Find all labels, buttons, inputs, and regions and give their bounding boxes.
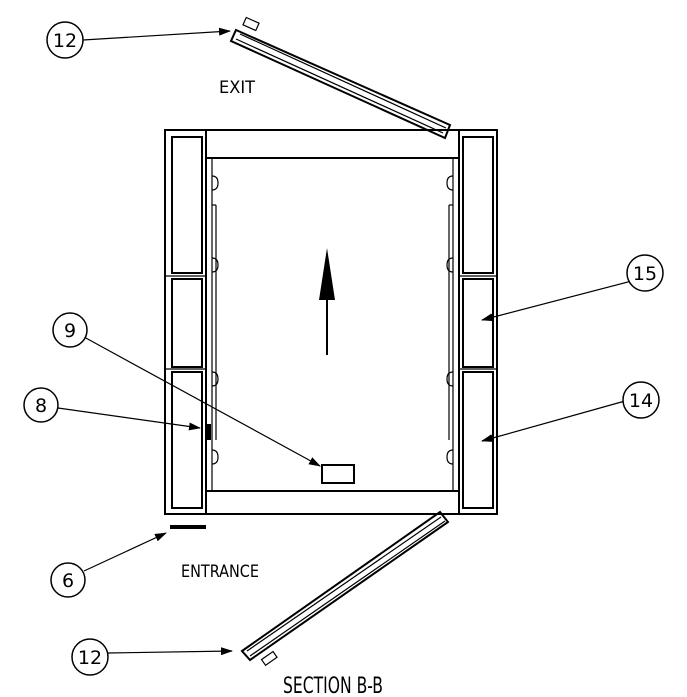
callout-door-bottom: 12	[71, 638, 109, 676]
svg-text:15: 15	[633, 263, 657, 285]
svg-text:14: 14	[629, 390, 653, 412]
exit-door	[229, 16, 452, 140]
right-panels	[459, 136, 497, 509]
svg-text:12: 12	[78, 647, 102, 669]
leader-lines	[57, 27, 644, 656]
callout-9: 9	[52, 312, 88, 348]
wall-brackets	[211, 175, 454, 465]
callout-15: 15	[626, 254, 664, 292]
svg-text:8: 8	[35, 395, 47, 417]
wall-device-item-8	[206, 424, 211, 440]
callout-door-top: 12	[46, 21, 84, 59]
left-panels	[165, 136, 206, 509]
exit-label: EXIT	[219, 78, 256, 98]
svg-text:9: 9	[64, 320, 76, 342]
entrance-door	[240, 510, 450, 667]
threshold-bar-item-6	[170, 525, 206, 529]
callout-6: 6	[50, 562, 86, 598]
svg-text:12: 12	[53, 30, 77, 52]
entrance-label: ENTRANCE	[181, 562, 259, 582]
callout-8: 8	[23, 387, 59, 423]
cabin-frame	[164, 129, 498, 515]
callout-14: 14	[622, 381, 660, 419]
travel-direction-arrow-icon	[319, 248, 335, 355]
floor-plate-item-9	[321, 464, 355, 484]
section-title: SECTION B-B	[283, 674, 383, 697]
svg-text:6: 6	[62, 570, 74, 592]
